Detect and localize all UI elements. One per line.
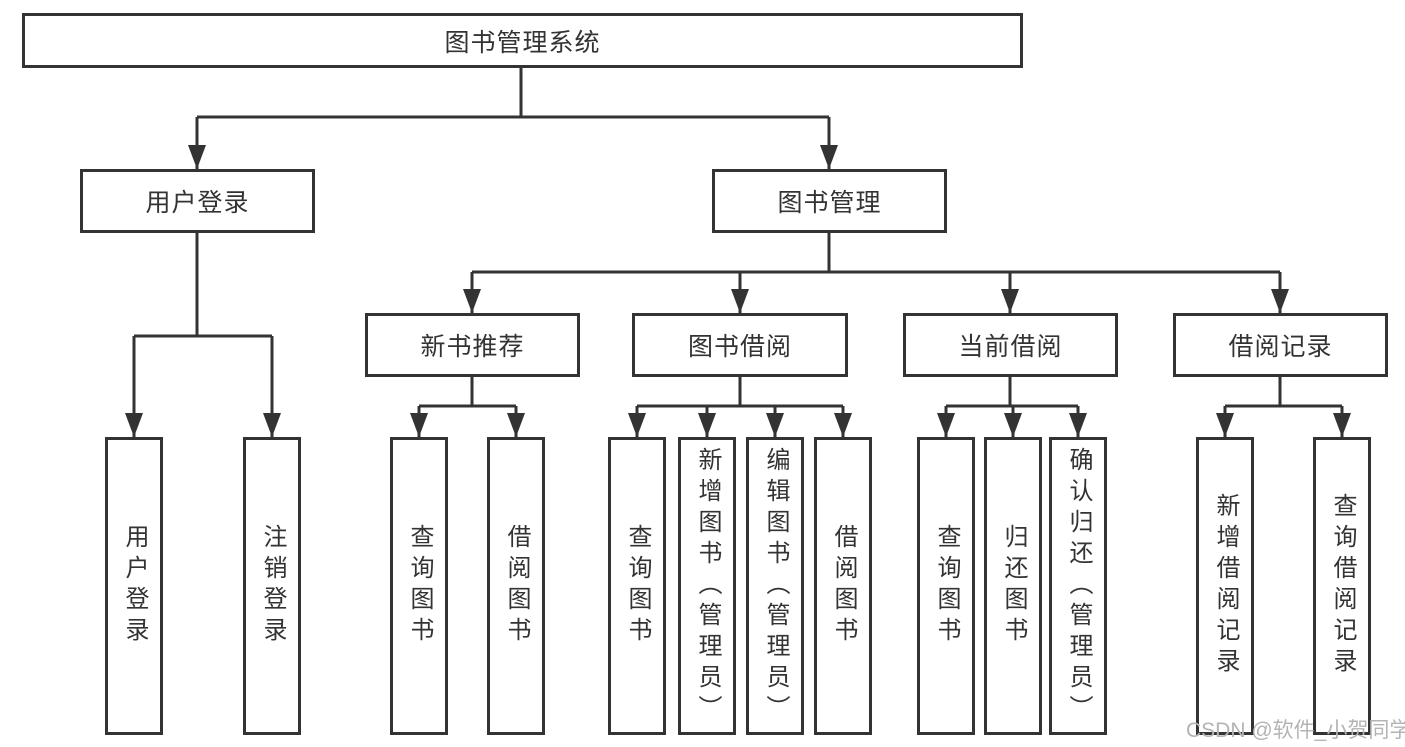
leaf-query-book-recommend: 查询图书 [390,437,448,735]
leaf-add-book-admin-label: 新增图书（管理员） [694,446,721,726]
leaf-logout-login: 注销登录 [243,437,301,735]
node-root: 图书管理系统 [22,13,1023,68]
arrowhead-icon [1333,413,1351,437]
leaf-user-login: 用户登录 [105,437,163,735]
arrowhead-icon [766,413,784,437]
arrowhead-icon [263,413,281,437]
arrowhead-icon [698,413,716,437]
node-new-book-recommend-label: 新书推荐 [420,333,525,361]
node-book-borrow: 图书借阅 [632,313,848,377]
arrowhead-icon [1004,413,1022,437]
leaf-logout-login-label: 注销登录 [259,524,286,648]
node-book-borrow-label: 图书借阅 [687,333,792,361]
arrowhead-icon [820,145,838,169]
watermark: CSDN @软件_小贺同学 [1186,719,1405,742]
node-borrow-records: 借阅记录 [1173,313,1388,377]
leaf-add-borrow-record-label: 新增借阅记录 [1212,493,1239,679]
node-user-login: 用户登录 [80,169,315,233]
arrowhead-icon [1001,289,1019,313]
leaf-confirm-return-admin: 确认归还（管理员） [1049,437,1107,735]
arrowhead-icon [188,145,206,169]
connector-book-management-to-level2 [463,233,1289,313]
leaf-borrow-book: 借阅图书 [814,437,872,735]
leaf-add-borrow-record: 新增借阅记录 [1196,437,1254,735]
node-current-borrow: 当前借阅 [903,313,1118,377]
arrowhead-icon [507,413,525,437]
connector-book-borrow-to-leaves [628,377,852,437]
leaf-return-book: 归还图书 [984,437,1042,735]
connector-user-login-to-leaves [125,233,281,437]
leaf-query-book-current-label: 查询图书 [933,524,960,648]
node-new-book-recommend: 新书推荐 [365,313,580,377]
leaf-add-book-admin: 新增图书（管理员） [678,437,736,735]
leaf-edit-book-admin: 编辑图书（管理员） [746,437,804,735]
arrowhead-icon [1216,413,1234,437]
arrowhead-icon [1271,289,1289,313]
arrowhead-icon [834,413,852,437]
node-current-borrow-label: 当前借阅 [958,333,1063,361]
leaf-query-borrow-record: 查询借阅记录 [1313,437,1371,735]
node-user-login-label: 用户登录 [145,189,250,217]
node-book-management-label: 图书管理 [777,189,882,217]
leaf-query-book-borrow-label: 查询图书 [624,524,651,648]
node-root-label: 图书管理系统 [444,28,601,57]
node-book-management: 图书管理 [712,169,947,233]
arrowhead-icon [731,289,749,313]
node-borrow-records-label: 借阅记录 [1228,333,1333,361]
leaf-borrow-book-label: 借阅图书 [830,524,857,648]
arrowhead-icon [125,413,143,437]
arrowhead-icon [410,413,428,437]
connector-root-to-level1 [188,68,838,169]
connector-current-borrow-to-leaves [937,377,1087,437]
leaf-query-book-current: 查询图书 [917,437,975,735]
arrowhead-icon [463,289,481,313]
arrowhead-icon [937,413,955,437]
leaf-return-book-label: 归还图书 [1000,524,1027,648]
leaf-query-borrow-record-label: 查询借阅记录 [1329,493,1356,679]
leaf-query-book-borrow: 查询图书 [608,437,666,735]
leaf-user-login-label: 用户登录 [121,524,148,648]
connector-new-book-recommend-to-leaves [410,377,525,437]
leaf-borrow-book-recommend: 借阅图书 [487,437,545,735]
arrowhead-icon [1069,413,1087,437]
leaf-query-book-recommend-label: 查询图书 [406,524,433,648]
leaf-edit-book-admin-label: 编辑图书（管理员） [762,446,789,726]
leaf-borrow-book-recommend-label: 借阅图书 [503,524,530,648]
arrowhead-icon [628,413,646,437]
leaf-confirm-return-admin-label: 确认归还（管理员） [1065,446,1092,726]
connector-borrow-records-to-leaves [1216,377,1351,437]
